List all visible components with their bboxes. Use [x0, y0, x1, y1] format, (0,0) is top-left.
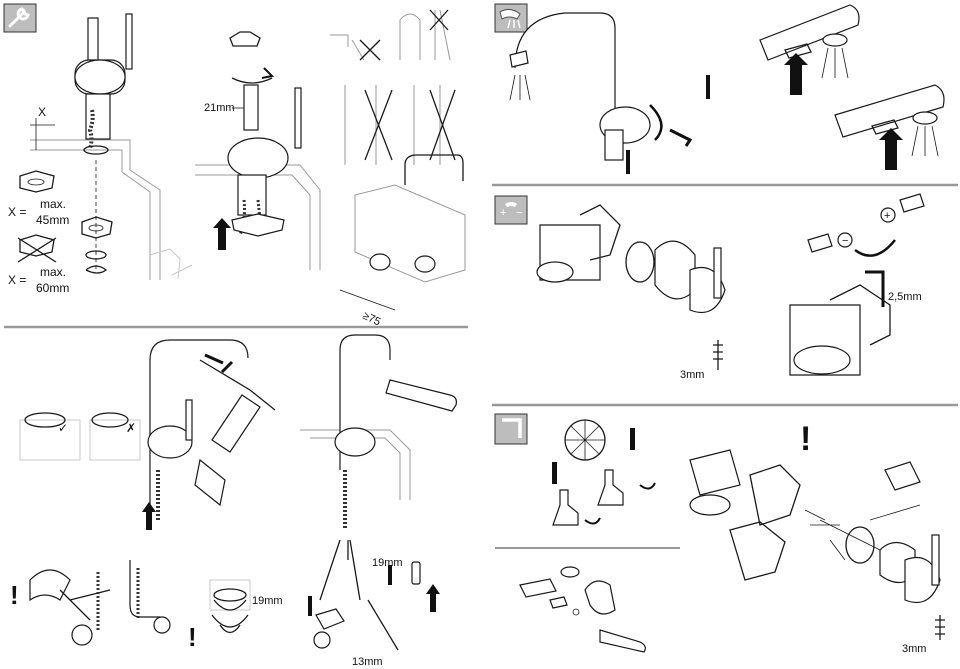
thermometer-icon — [411, 561, 421, 585]
svg-text:−: − — [516, 207, 522, 219]
spray-mode-figure — [509, 4, 945, 174]
x-max-label-2a: max. — [40, 265, 66, 279]
valve-shutoff-figure — [552, 419, 656, 526]
check-mark: ✓ — [58, 421, 68, 435]
spray-icon — [494, 3, 528, 33]
x-eq-label-2: X = — [8, 273, 26, 287]
hex-size-3mm-b: 3mm — [902, 643, 926, 655]
hot-cold-icon: + − — [494, 195, 528, 225]
svg-text:+: + — [500, 207, 506, 219]
hose-seal-figure — [209, 579, 251, 634]
aerator-exploded-figure — [519, 566, 646, 653]
warning-icon-2: ! — [188, 622, 197, 652]
wrench-size-13mm: 13mm — [352, 656, 383, 668]
x-eq-label-1: X = — [8, 205, 26, 219]
hose-routing-figure — [330, 9, 466, 311]
hose-connection-figure — [19, 339, 276, 530]
final-connection-figure — [300, 334, 457, 651]
clearance-75-label: ≥75 — [361, 310, 383, 329]
tool-assembly-figure — [149, 31, 321, 280]
cross-mark: ✗ — [126, 421, 136, 435]
warning-icon-3: ! — [800, 420, 811, 458]
wrench-size-19mm-b: 19mm — [372, 557, 403, 569]
hex-size-2-5mm: 2,5mm — [888, 291, 922, 303]
x-dimension-label: X — [38, 105, 46, 119]
angle-valve-figure — [29, 560, 171, 646]
warning-icon: ! — [10, 580, 19, 610]
wrench-size-21mm: 21mm — [204, 102, 235, 114]
faucet-mounting-figure — [17, 13, 161, 280]
x-max-label-2b: 60mm — [36, 281, 69, 295]
minus-sign: − — [842, 235, 848, 247]
panel-dividers — [4, 183, 958, 549]
plus-sign: + — [884, 210, 890, 222]
wrench-icon — [3, 3, 37, 33]
cartridge-figure — [536, 204, 726, 370]
wrench-size-19mm-a: 19mm — [252, 595, 283, 607]
hex-key-icon — [494, 413, 528, 445]
cartridge-exploded-figure — [689, 449, 945, 640]
x-max-label-1a: max. — [40, 197, 66, 211]
x-max-label-1b: 45mm — [36, 213, 69, 227]
temperature-adjust-figure — [789, 193, 925, 376]
hex-size-3mm-a: 3mm — [680, 369, 704, 381]
